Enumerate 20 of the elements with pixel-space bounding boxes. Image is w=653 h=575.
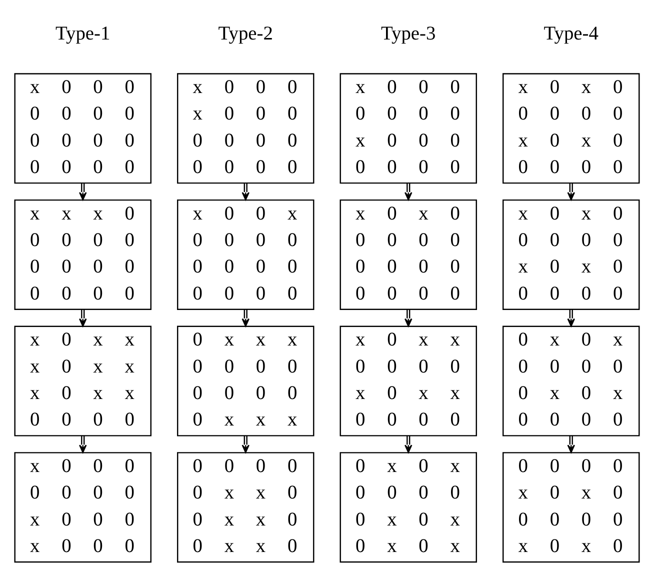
label: Type-3 <box>380 23 436 44</box>
node-box: x 0 x 0 0 0 0 0 0 0 0 0 0 0 0 0 <box>339 199 476 310</box>
node-box: x 0 0 0 0 0 0 0 x 0 0 0 0 0 0 0 <box>339 73 476 184</box>
node-box: 0 0 0 0 0 x x 0 0 x x 0 0 x x 0 <box>176 452 314 563</box>
node-box: 0 x x x 0 0 0 0 0 0 0 0 0 x x x <box>176 326 314 436</box>
label: Type-2 <box>218 23 272 44</box>
node-box: 0 x 0 x 0 0 0 0 0 x 0 x 0 0 0 0 <box>502 326 640 436</box>
node-box: x x x 0 0 0 0 0 0 0 0 0 0 0 0 0 <box>14 199 151 310</box>
node-box: x 0 x 0 0 0 0 0 x 0 x 0 0 0 0 0 <box>502 73 640 184</box>
node-box: x 0 x x x 0 x x x 0 x x 0 0 0 0 <box>14 326 151 436</box>
node-box: x 0 x 0 0 0 0 0 x 0 x 0 0 0 0 0 <box>502 199 640 310</box>
node-box: x 0 0 0 x 0 0 0 0 0 0 0 0 0 0 0 <box>176 73 314 184</box>
node-box: x 0 0 0 0 0 0 0 x 0 0 0 x 0 0 0 <box>14 452 151 563</box>
node-box: x 0 0 x 0 0 0 0 0 0 0 0 0 0 0 0 <box>176 199 314 310</box>
label: Type-1 <box>55 23 110 44</box>
node-box: 0 0 0 0 x 0 x 0 0 0 0 0 x 0 x 0 <box>502 452 640 563</box>
label: Type-4 <box>543 23 598 44</box>
node-box: 0 x 0 x 0 0 0 0 0 x 0 x 0 x 0 x <box>339 452 476 563</box>
node-box: x 0 0 0 0 0 0 0 0 0 0 0 0 0 0 0 <box>14 73 151 184</box>
node-box: x 0 x x 0 0 0 0 x 0 x x 0 0 0 0 <box>339 326 476 436</box>
